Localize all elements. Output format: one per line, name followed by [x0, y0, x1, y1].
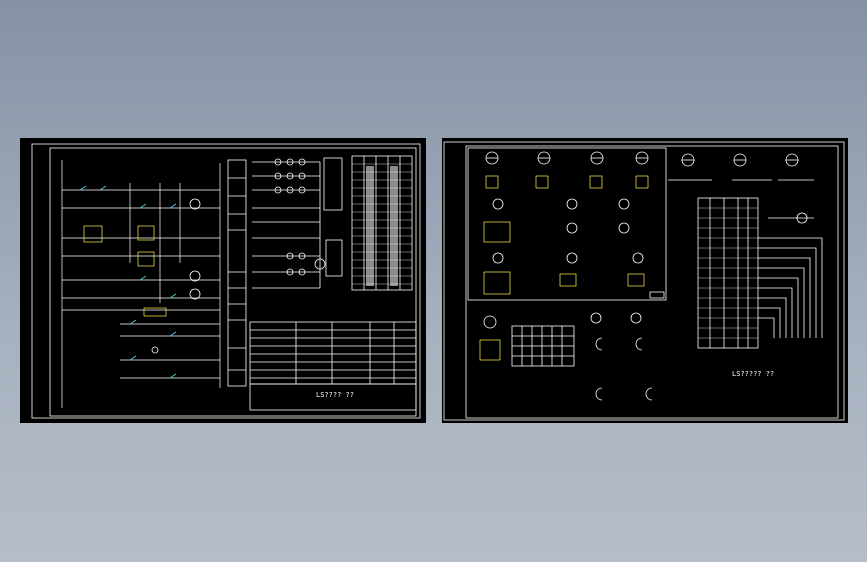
sub-panel: [467, 147, 667, 301]
fan-out-wiring: [758, 237, 823, 338]
sub-panel-tag: [649, 291, 665, 299]
indicator-lamps: [151, 198, 201, 354]
title-block: [249, 321, 417, 411]
border-inner: [49, 147, 417, 417]
border-outer: [31, 143, 421, 419]
meter-symbols: [483, 151, 808, 329]
schematic-sheet-left: LS???? ??: [20, 138, 426, 423]
left-title-text: LS???? ??: [316, 391, 354, 399]
bottom-symbols: [511, 325, 653, 401]
component-table: [351, 155, 413, 291]
schematic-sheet-right: LS????? ??: [442, 138, 848, 423]
schematic-left-svg: [31, 143, 421, 419]
terminal-strip-rows: [228, 177, 246, 371]
upper-right-circuit: [252, 157, 343, 289]
relay-boxes: [83, 225, 167, 317]
terminal-table-rows: [698, 207, 758, 339]
terminal-table: [697, 197, 759, 349]
circuit-lines: [61, 160, 221, 408]
contacts: [79, 185, 177, 379]
border-inner: [465, 145, 839, 419]
terminal-strip: [227, 159, 247, 387]
component-table-rows: [352, 163, 412, 285]
right-title-text: LS????? ??: [732, 370, 775, 378]
switch-boxes: [479, 175, 649, 361]
border-outer: [443, 141, 845, 421]
connector-lines: [668, 179, 814, 219]
component-table-fill: [366, 166, 398, 286]
schematic-right-svg: [443, 141, 845, 421]
